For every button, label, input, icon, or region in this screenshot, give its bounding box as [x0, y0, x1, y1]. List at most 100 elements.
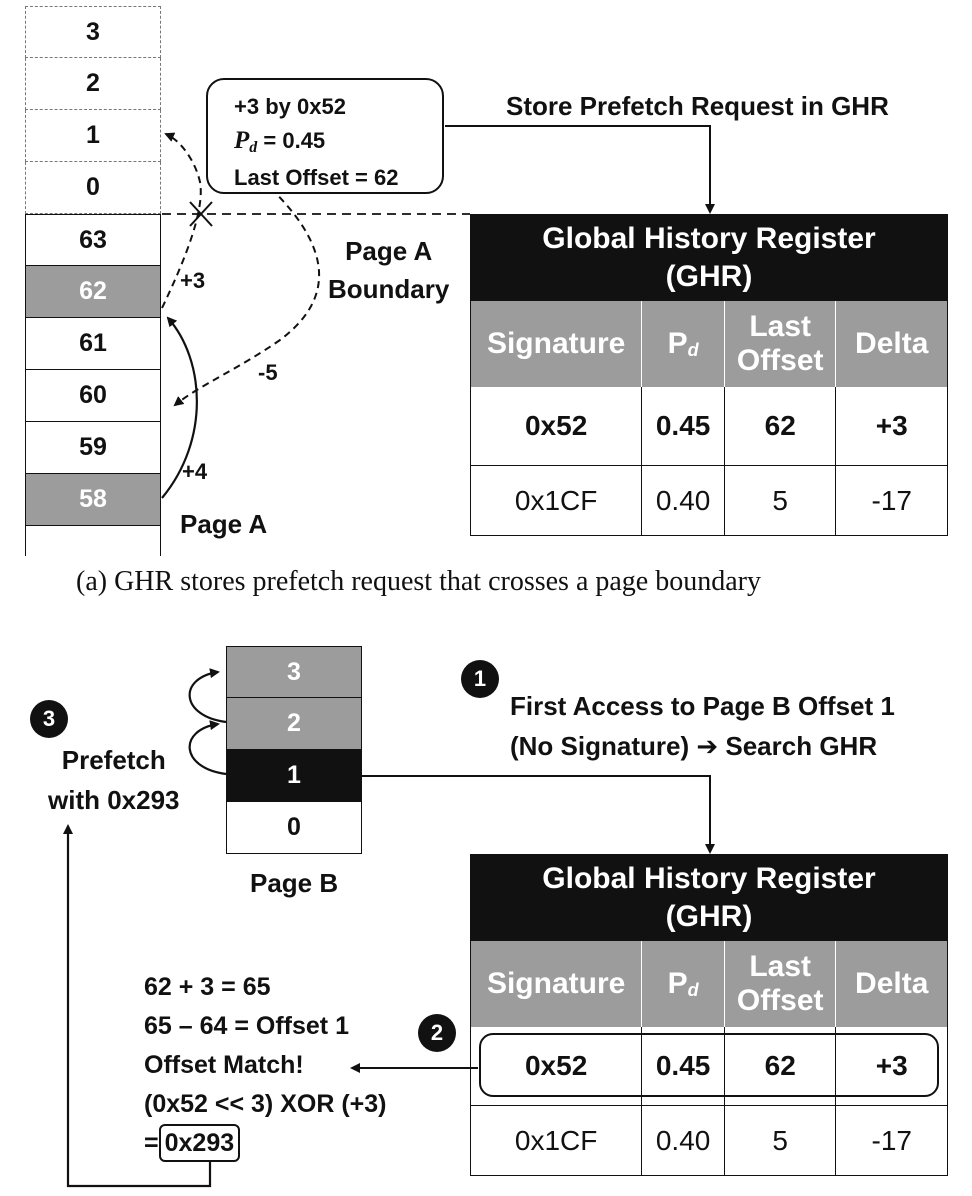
- page-a-offset-cell-accessed: 62: [25, 266, 161, 318]
- page-b-offset-cell-prefetched: 2: [226, 698, 362, 750]
- row-last-offset: 5: [723, 466, 836, 536]
- header-last-offset-line2: Offset: [736, 344, 824, 377]
- header-pd-sub: d: [687, 980, 699, 1000]
- page-a-offset-cell: 3: [25, 6, 161, 58]
- calc-line4: (0x52 << 3) XOR (+3): [144, 1090, 387, 1118]
- row-pd: 0.45: [641, 1027, 724, 1105]
- ghr-row-matched: 0x52 0.45 62 +3: [471, 1027, 947, 1105]
- delta-minus5-arrow: [173, 179, 320, 407]
- row-signature: 0x1CF: [514, 485, 598, 516]
- row-last-offset: 5: [723, 1106, 836, 1176]
- prefetch-label: Prefetch with 0x293: [48, 740, 180, 820]
- prefetch-label-line2: with 0x293: [48, 785, 180, 815]
- header-last-offset-line1: Last: [749, 310, 812, 343]
- row-pd: 0.40: [641, 466, 724, 536]
- header-signature: Signature: [486, 327, 626, 360]
- right-arrow-icon: ➔: [696, 732, 719, 762]
- search-connector: [362, 775, 715, 854]
- row-delta: +3: [835, 387, 947, 465]
- row-signature: 0x52: [524, 1050, 588, 1081]
- row-signature: 0x1CF: [514, 1125, 598, 1156]
- page-a-offset-cell: 59: [25, 422, 161, 474]
- calc-line1: 62 + 3 = 65: [144, 973, 271, 1001]
- row-delta: -17: [835, 1106, 947, 1176]
- pd-symbol: P: [234, 127, 250, 154]
- ghr-row: 0x52 0.45 62 +3: [471, 387, 947, 465]
- ghr-table-a: Global History Register (GHR) Signature …: [470, 214, 948, 536]
- page-b-label: Page B: [250, 868, 339, 898]
- delta-plus3-label: +3: [180, 268, 206, 293]
- new-signature-box: 0x293: [158, 1124, 241, 1162]
- delta-minus5-label: -5: [258, 360, 278, 385]
- ghr-title: Global History Register (GHR): [471, 855, 947, 941]
- page-b-offset-cell: 0: [226, 802, 362, 854]
- ghr-title-line1: Global History Register: [542, 222, 876, 255]
- store-label: Store Prefetch Request in GHR: [506, 91, 889, 121]
- callout-line3: Last Offset = 62: [234, 165, 399, 190]
- ghr-title: Global History Register (GHR): [471, 215, 947, 301]
- page-a-offset-cell: 61: [25, 318, 161, 370]
- ghr-row: 0x1CF 0.40 5 -17: [471, 1105, 947, 1176]
- page-a-continuation: [25, 526, 161, 556]
- store-connector: [445, 125, 715, 214]
- step-3-badge: 3: [30, 700, 68, 738]
- page-a-offset-cell: 1: [25, 110, 161, 162]
- row-last-offset: 62: [723, 1027, 836, 1105]
- row-delta: -17: [835, 466, 947, 536]
- calc-line3: Offset Match!: [144, 1051, 304, 1079]
- row-last-offset: 62: [723, 387, 836, 465]
- page-a-offset-cell: 63: [25, 214, 161, 266]
- page-b-column: 3 2 1 0: [226, 646, 362, 854]
- page-b-offset-cell-prefetched: 3: [226, 646, 362, 698]
- calc-block: 62 + 3 = 65 65 – 64 = Offset 1 Offset Ma…: [144, 968, 386, 1163]
- part-b-arrows: [63, 668, 715, 1188]
- step-1-no-signature: (No Signature): [510, 731, 690, 761]
- header-pd-symbol: P: [667, 327, 688, 360]
- header-last-offset: Last Offset: [723, 301, 836, 387]
- calc-equals: =: [144, 1129, 159, 1157]
- header-delta: Delta: [835, 301, 947, 387]
- part-a-arrows: [161, 125, 715, 499]
- calc-line2: 65 – 64 = Offset 1: [144, 1012, 349, 1040]
- header-pd-symbol: P: [667, 967, 688, 1000]
- delta-plus4-label: +4: [182, 459, 208, 484]
- prefetch-callout: +3 by 0x52 Pd = 0.45 Last Offset = 62: [206, 78, 444, 194]
- prefetch-label-line1: Prefetch: [61, 745, 166, 775]
- page-a-offset-cell: 0: [25, 162, 161, 214]
- prefetch-arrow-1-2: [188, 720, 227, 776]
- header-last-offset-line1: Last: [749, 950, 812, 983]
- boundary-label-line2: Boundary: [328, 274, 450, 304]
- caption-a: (a) GHR stores prefetch request that cro…: [76, 566, 761, 597]
- ghr-table-b: Global History Register (GHR) Signature …: [470, 854, 948, 1176]
- page-a-column: 3 2 1 0 63 62 61 60 59 58: [25, 6, 161, 556]
- step-1-search-ghr: Search GHR: [725, 731, 878, 761]
- header-last-offset-line2: Offset: [736, 984, 824, 1017]
- pd-subscript: d: [249, 139, 258, 156]
- step-1-line2: (No Signature) ➔ Search GHR: [510, 726, 895, 767]
- pd-value: = 0.45: [257, 128, 326, 153]
- header-last-offset: Last Offset: [723, 941, 836, 1027]
- step-1-text: First Access to Page B Offset 1 (No Sign…: [510, 686, 895, 767]
- callout-line2: Pd = 0.45: [234, 124, 442, 161]
- header-delta: Delta: [835, 941, 947, 1027]
- page-a-label: Page A: [180, 509, 268, 539]
- calc-line5: =0x293: [144, 1124, 386, 1163]
- ghr-row: 0x1CF 0.40 5 -17: [471, 465, 947, 536]
- header-signature: Signature: [486, 967, 626, 1000]
- row-pd: 0.45: [641, 387, 724, 465]
- step-2-badge: 2: [418, 1014, 456, 1052]
- row-pd: 0.40: [641, 1106, 724, 1176]
- feedback-arrow: [63, 824, 212, 1188]
- page-a-boundary-label: Page A Boundary: [328, 232, 449, 308]
- page-a-offset-cell: 60: [25, 370, 161, 422]
- delta-plus3-arrow: [161, 132, 202, 309]
- step-1-badge: 1: [461, 660, 499, 698]
- callout-line1: +3 by 0x52: [234, 94, 346, 119]
- header-pd-sub: d: [687, 340, 699, 360]
- row-delta: +3: [835, 1027, 947, 1105]
